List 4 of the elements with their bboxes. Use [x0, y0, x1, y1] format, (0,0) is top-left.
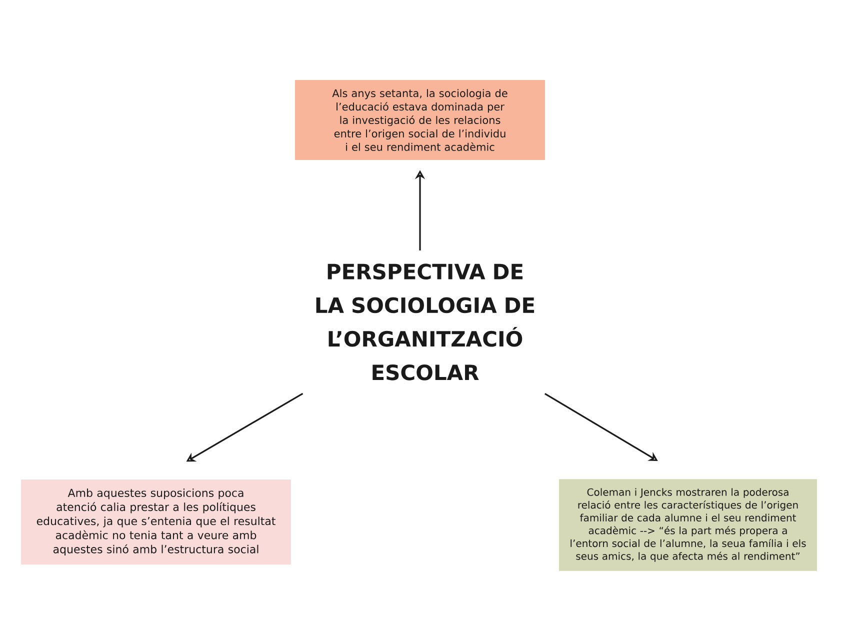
text-box: Coleman i Jencks mostraren la poderosa relació entre les característiques de l’origen familiar de cada alumne i el seu rendiment acadèmic --> “és la part més propera a l’entorn social de l’alumne, la seua família i els seus amics, la que afecta més al rendiment”: [559, 479, 817, 571]
text-box: Amb aquestes suposicions poca atenció calia prestar a les polítiques educatives, ja que s’entenia que el resultat acadèmic no tenia tant a veure amb aquestes sinó amb l’estructura social: [21, 480, 291, 564]
title-text: PERSPECTIVA DE LA SOCIOLOGIA DE L’ORGANITZACIÓ ESCOLAR: [316, 264, 534, 380]
text-box: Als anys setanta, la sociologia de l’educació estava dominada per la investigació de les relacions entre l’origen social de l’individu i el seu rendiment acadèmic: [295, 80, 545, 160]
